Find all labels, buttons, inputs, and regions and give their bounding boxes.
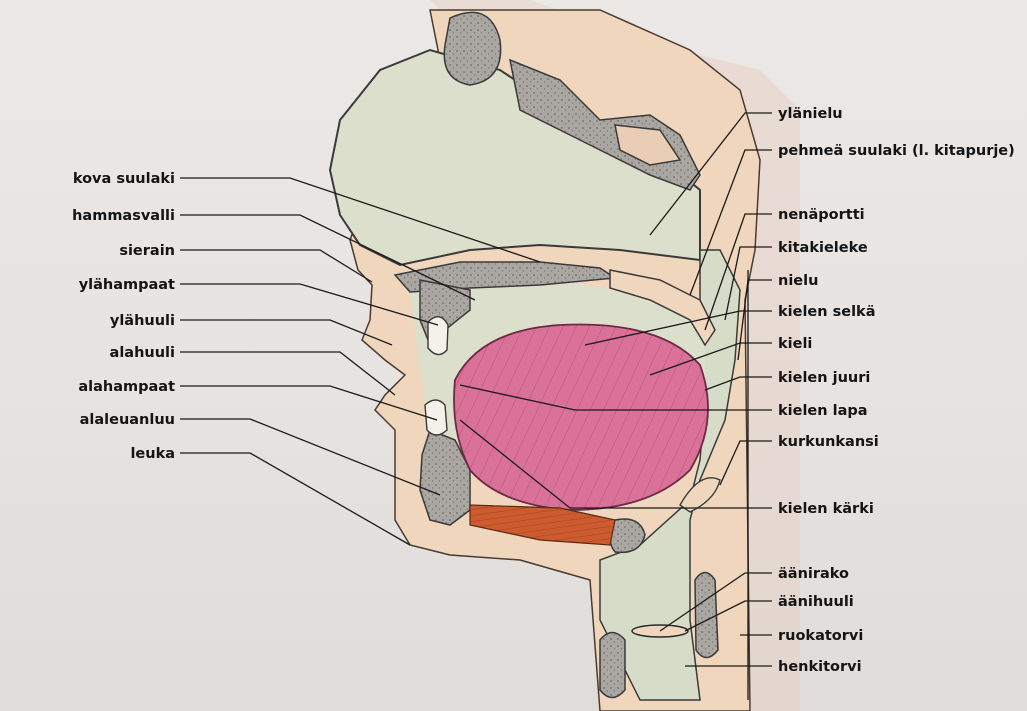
leader-ylahuuli xyxy=(180,320,392,345)
label-ylahuuli: ylähuuli xyxy=(110,313,175,329)
labels-right: ylänielu pehmeä suulaki (l. kitapurje) n… xyxy=(778,106,1015,675)
cervical-vertebra-1 xyxy=(600,633,625,698)
label-nielu: nielu xyxy=(778,273,818,289)
label-kielen-juuri: kielen juuri xyxy=(778,370,870,386)
leader-alahuuli xyxy=(180,352,395,395)
label-leuka: leuka xyxy=(130,446,175,462)
label-henkitorvi: henkitorvi xyxy=(778,659,862,675)
label-pehmea-suulaki: pehmeä suulaki (l. kitapurje) xyxy=(778,143,1015,159)
label-kielen-karki: kielen kärki xyxy=(778,501,874,517)
label-kielen-selka: kielen selkä xyxy=(778,304,876,320)
label-kielen-lapa: kielen lapa xyxy=(778,403,868,419)
label-nenaportti: nenäportti xyxy=(778,207,865,223)
label-hammasvalli: hammasvalli xyxy=(72,208,175,224)
label-kova-suulaki: kova suulaki xyxy=(73,171,175,187)
label-aanihuuli: äänihuuli xyxy=(778,594,854,610)
label-alahampaat: alahampaat xyxy=(78,379,175,395)
label-alahuuli: alahuuli xyxy=(110,345,175,361)
trachea-cartilage xyxy=(695,573,718,658)
label-kieli: kieli xyxy=(778,336,812,352)
label-kitakieleke: kitakieleke xyxy=(778,240,868,256)
labels-left: kova suulaki hammasvalli sierain ylähamp… xyxy=(72,171,175,462)
label-aanirako: äänirako xyxy=(778,566,849,582)
skull-bone-top xyxy=(444,12,500,85)
tongue xyxy=(454,325,708,511)
leader-leuka xyxy=(180,453,410,545)
label-sierain: sierain xyxy=(119,243,175,259)
leader-sierain xyxy=(180,250,372,282)
label-ylanielu: ylänielu xyxy=(778,106,843,122)
label-kurkunkansi: kurkunkansi xyxy=(778,434,879,450)
label-alaleuanluu: alaleuanluu xyxy=(80,412,175,428)
label-ruokatorvi: ruokatorvi xyxy=(778,628,863,644)
label-ylahampaat: ylähampaat xyxy=(79,277,175,293)
